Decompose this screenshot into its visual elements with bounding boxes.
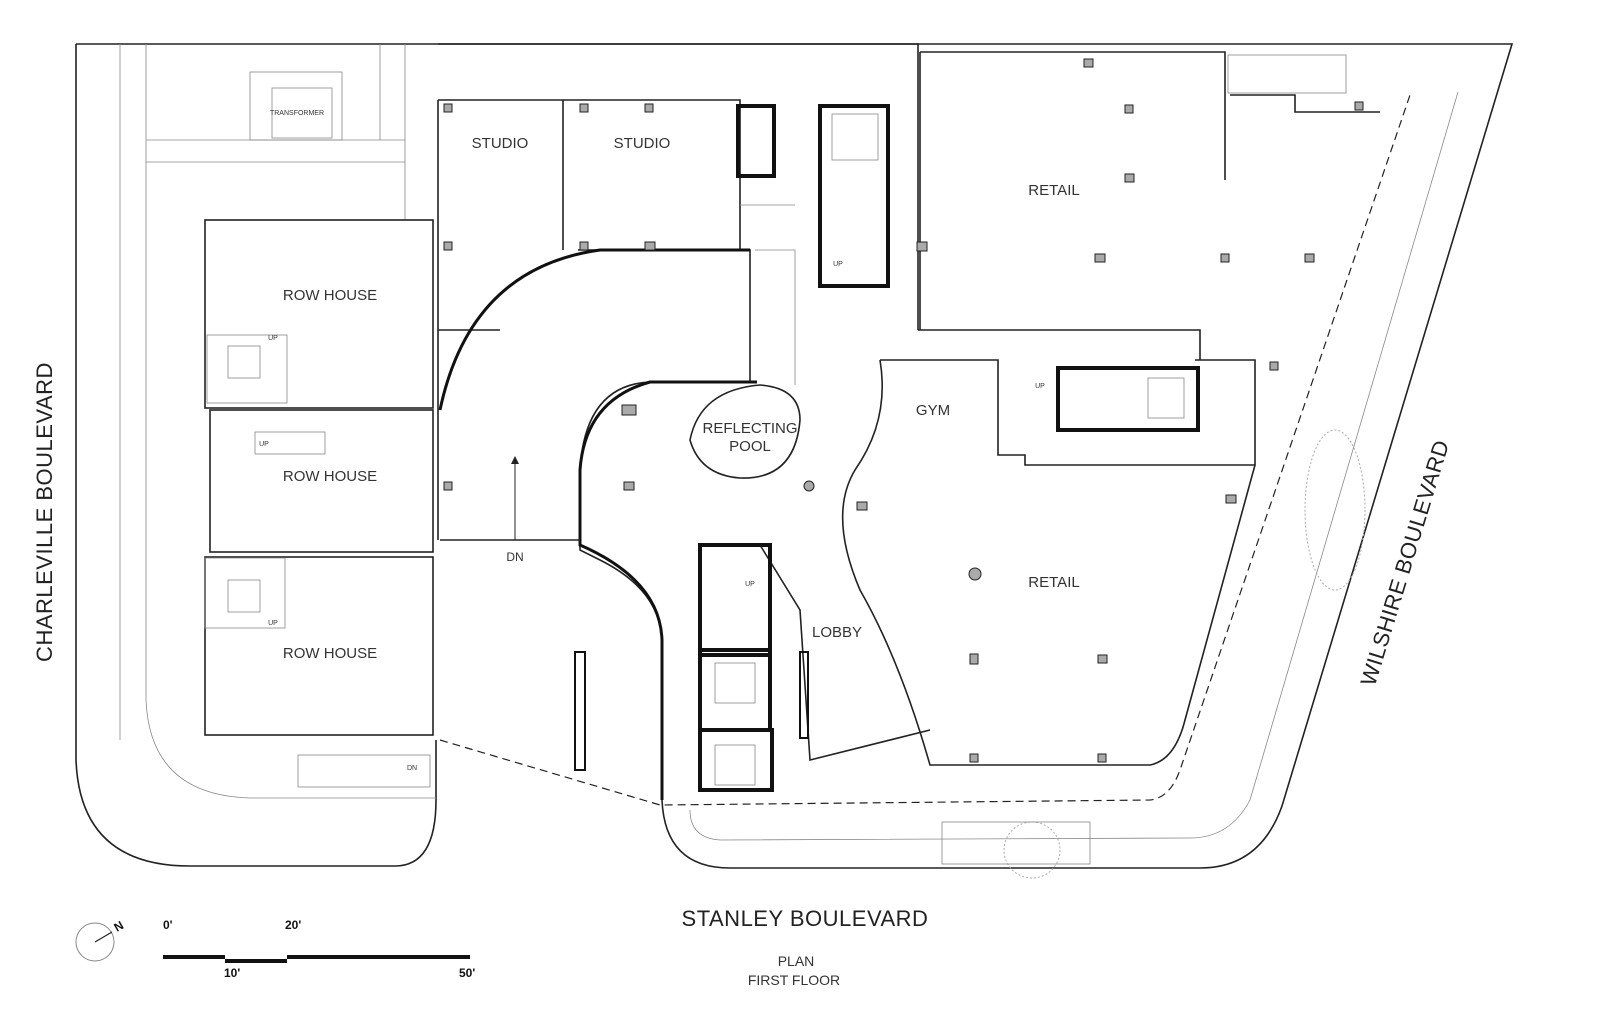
stair-dn-label: DN bbox=[407, 765, 417, 772]
stair-up-label: UP bbox=[1035, 383, 1045, 390]
row-house-label: ROW HOUSE bbox=[283, 645, 377, 662]
reflecting-pool-label: REFLECTING bbox=[702, 420, 797, 437]
reflecting-pool-label: POOL bbox=[729, 438, 771, 455]
row-house-1 bbox=[204, 219, 434, 409]
studio-label: STUDIO bbox=[472, 135, 529, 152]
stair-up-label: UP bbox=[268, 620, 278, 627]
retail-label: RETAIL bbox=[1028, 574, 1079, 591]
gym-label: GYM bbox=[916, 402, 950, 419]
transformer-label: TRANSFORMER bbox=[270, 110, 324, 117]
plan-title: PLAN bbox=[778, 953, 815, 969]
columns bbox=[443, 58, 1364, 763]
west-sidewalk bbox=[75, 44, 437, 867]
scale-bar: 0' 20' 10' 50' bbox=[163, 918, 475, 980]
row-house-label: ROW HOUSE bbox=[283, 287, 377, 304]
svg-text:N: N bbox=[112, 918, 127, 934]
north-arrow-icon: N bbox=[75, 918, 127, 962]
stair-up-label: UP bbox=[833, 261, 843, 268]
west-inner-line bbox=[119, 44, 436, 799]
property-line bbox=[439, 94, 1411, 806]
row-house-3 bbox=[204, 556, 434, 736]
stair-up-label: UP bbox=[259, 441, 269, 448]
ramp-dn-label: DN bbox=[506, 550, 523, 564]
stair-up-label: UP bbox=[745, 581, 755, 588]
street-label-east: WILSHIRE BOULEVARD bbox=[1356, 437, 1455, 689]
site-boundary bbox=[76, 43, 1514, 869]
studio-label: STUDIO bbox=[614, 135, 671, 152]
street-label-south: STANLEY BOULEVARD bbox=[682, 906, 929, 931]
svg-text:0': 0' bbox=[163, 918, 173, 932]
lobby-label: LOBBY bbox=[812, 624, 862, 641]
row-house-2 bbox=[209, 409, 434, 553]
svg-text:50': 50' bbox=[459, 966, 475, 980]
retail-label: RETAIL bbox=[1028, 182, 1079, 199]
plan-subtitle: FIRST FLOOR bbox=[748, 972, 840, 988]
svg-text:10': 10' bbox=[224, 966, 240, 980]
reflecting-pool bbox=[689, 384, 801, 479]
svg-text:20': 20' bbox=[285, 918, 301, 932]
street-label-west: CHARLEVILLE BOULEVARD bbox=[32, 362, 57, 662]
row-house-label: ROW HOUSE bbox=[283, 468, 377, 485]
stair-up-label: UP bbox=[268, 335, 278, 342]
